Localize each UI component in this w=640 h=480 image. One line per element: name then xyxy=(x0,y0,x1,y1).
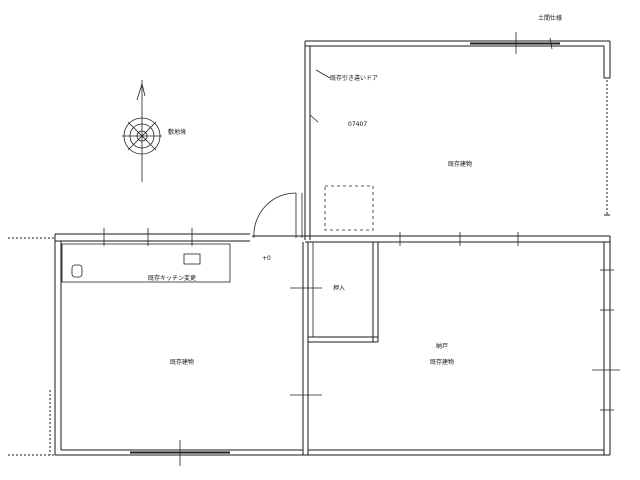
label-existing-building-left: 既存建物 xyxy=(170,359,195,366)
label-compass-note: 敷地境 xyxy=(168,129,187,136)
right-room-walls xyxy=(308,236,620,456)
kitchen-counter xyxy=(61,243,231,283)
top-window xyxy=(470,32,560,54)
label-bedroom-note: 納戸 xyxy=(436,343,449,350)
label-closet: 押入 xyxy=(333,285,346,292)
label-code: 07407 xyxy=(348,121,368,128)
label-floor-note: 土間仕様 xyxy=(538,15,563,22)
closet-walls xyxy=(308,242,379,343)
entry-door xyxy=(252,192,305,239)
label-kitchen-counter: 既存キッチン変更 xyxy=(148,275,197,282)
sliding-door-mark xyxy=(309,69,331,123)
upper-room-walls xyxy=(304,40,611,240)
label-sliding-door: 既存引き違いドア xyxy=(330,75,379,82)
bottom-window xyxy=(130,440,230,466)
fixture-outline xyxy=(324,185,374,231)
label-door-mark: +0 xyxy=(262,255,271,262)
label-existing-building-right: 既存建物 xyxy=(430,359,455,366)
left-room-walls xyxy=(8,234,308,456)
center-partition xyxy=(290,242,322,455)
label-existing-building-top: 既存建物 xyxy=(448,161,473,168)
compass-rose xyxy=(122,80,162,182)
middle-wall xyxy=(8,228,610,246)
